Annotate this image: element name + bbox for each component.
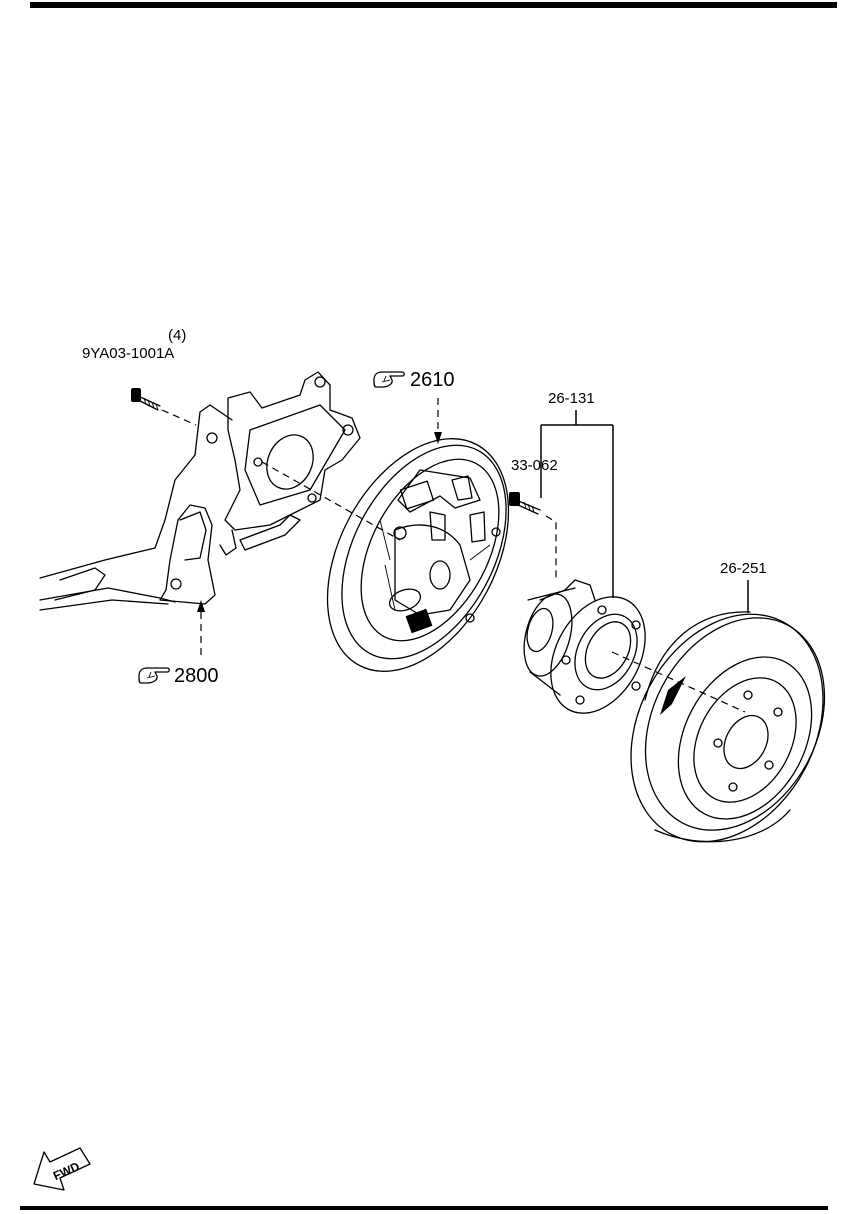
- axle-ref-number[interactable]: 2800: [174, 665, 219, 687]
- arrow-icon: [33, 1147, 91, 1191]
- hand-pointer-icon: [138, 667, 170, 684]
- rear-axle-beam-drawing[interactable]: [39, 371, 361, 611]
- brake-drum-drawing[interactable]: [593, 581, 861, 876]
- bolt-quantity: (4): [168, 327, 186, 344]
- top-rule: [30, 2, 837, 8]
- backing-plate-ref-arrowhead: [434, 432, 442, 444]
- brake-drum-part-number[interactable]: 26-251: [720, 560, 767, 577]
- hub-bolt-guide-line: [545, 515, 557, 578]
- fwd-label: FWD: [51, 1159, 82, 1183]
- hub-bolt-drawing[interactable]: [509, 492, 541, 515]
- hub-bolt-part-number[interactable]: 33-062: [511, 457, 558, 474]
- wheel-hub-drawing[interactable]: [516, 579, 664, 729]
- mounting-bolt-drawing[interactable]: [131, 388, 161, 411]
- bolt-part-number[interactable]: 9YA03-1001A: [82, 345, 174, 362]
- hand-pointer-icon: [373, 371, 405, 388]
- hub-assembly-part-number[interactable]: 26-131: [548, 390, 595, 407]
- axle-ref-arrowhead: [197, 600, 205, 612]
- brake-backing-plate-drawing[interactable]: [290, 408, 545, 702]
- backing-plate-ref-number[interactable]: 2610: [410, 369, 455, 391]
- knuckle-guide-line: [261, 461, 401, 541]
- hub-assembly-bracket: [540, 410, 614, 598]
- bottom-rule: [20, 1206, 828, 1210]
- bolt-guide-line: [161, 409, 197, 426]
